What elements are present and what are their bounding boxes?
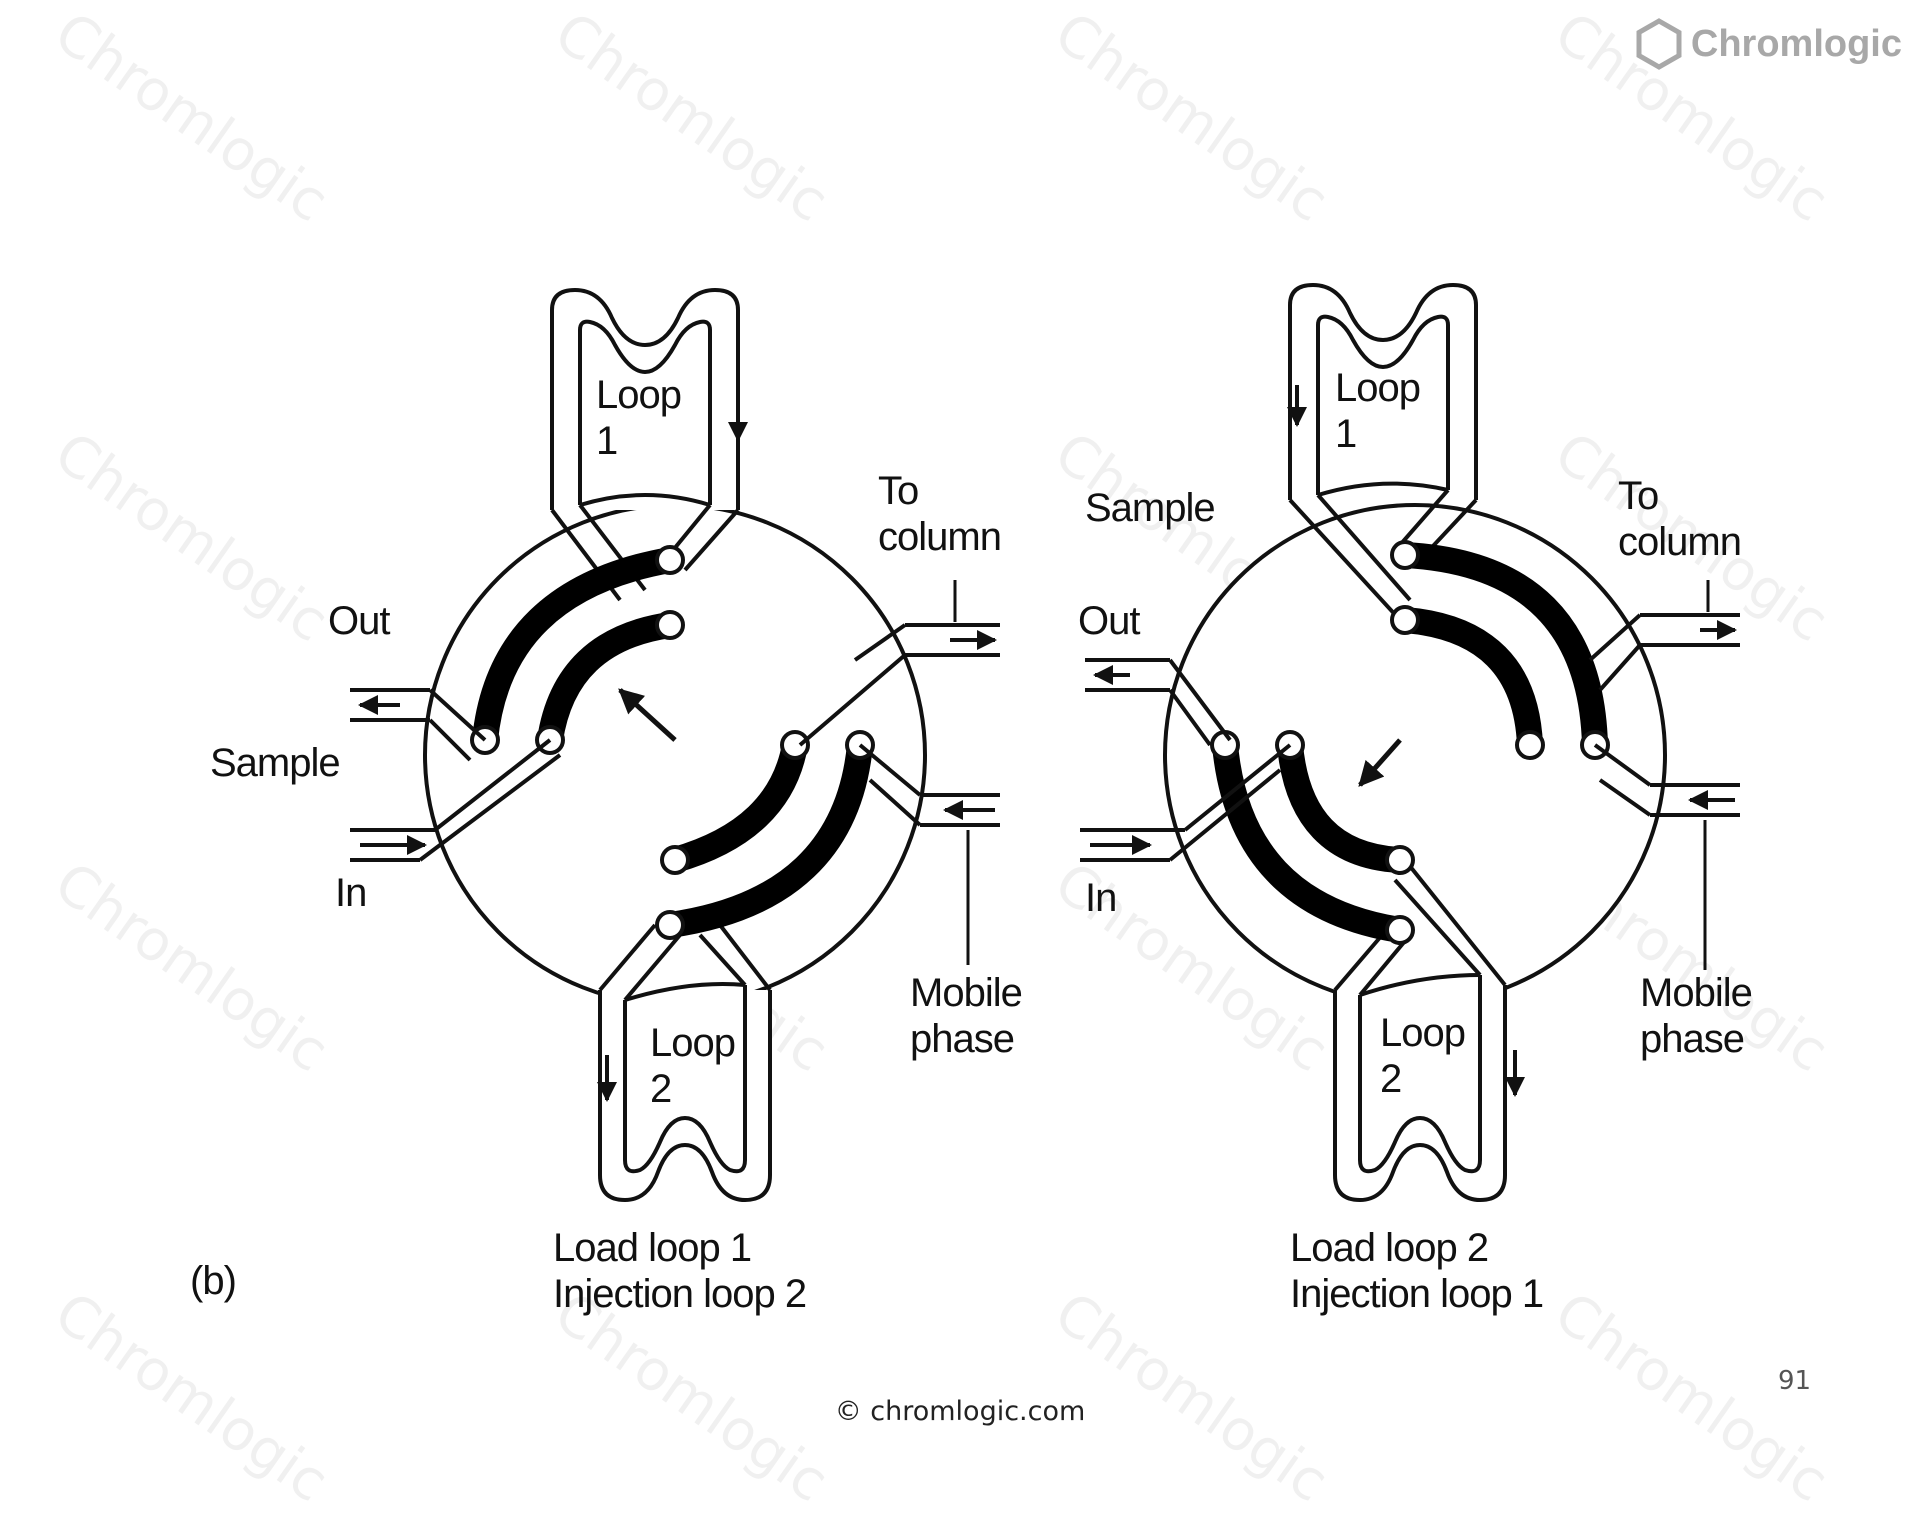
- mobile-phase-line2: phase: [1640, 1017, 1745, 1061]
- rotor-groove: [1392, 607, 1543, 758]
- in-label-left: In: [335, 871, 367, 915]
- loop-1-top: [1288, 283, 1478, 500]
- brand-name: Chromlogic: [1690, 22, 1902, 65]
- loop-word: Loop: [650, 1021, 736, 1065]
- caption-line2: Injection loop 2: [553, 1272, 807, 1316]
- loop-word: Loop: [596, 373, 682, 417]
- loop-word: Loop: [1335, 366, 1421, 410]
- mobile-phase-label-left: Mobile phase: [910, 970, 1023, 1062]
- to-column-line2: column: [1618, 520, 1742, 564]
- to-column-label-right: To column: [1618, 473, 1742, 565]
- out-label-left: Out: [328, 599, 390, 643]
- slide: Chromlogic Chromlogic Chromlogic Chromlo…: [43, 0, 1902, 1515]
- to-column-line1: To: [1618, 474, 1659, 518]
- rotation-arrow: [618, 688, 677, 742]
- rotor-groove: [1212, 732, 1413, 943]
- caption-line1: Load loop 1: [553, 1226, 752, 1270]
- loop-1-label-left: Loop 1: [596, 372, 682, 464]
- mobile-phase-label-right: Mobile phase: [1640, 970, 1753, 1062]
- to-column-line2: column: [878, 515, 1002, 559]
- out-label-right: Out: [1078, 599, 1140, 643]
- mobile-phase-line1: Mobile: [910, 971, 1023, 1015]
- loop-number: 1: [596, 419, 618, 463]
- loop-number: 2: [1380, 1057, 1402, 1101]
- loop-word: Loop: [1380, 1011, 1466, 1055]
- footer-copyright: © chromlogic.com: [834, 1396, 1086, 1427]
- mobile-phase-line2: phase: [910, 1017, 1015, 1061]
- loop-number: 2: [650, 1067, 672, 1111]
- caption-line2: Injection loop 1: [1290, 1272, 1544, 1316]
- caption-line1: Load loop 2: [1290, 1226, 1489, 1270]
- caption-left: Load loop 1 Injection loop 2: [553, 1225, 807, 1317]
- to-column-line1: To: [878, 469, 919, 513]
- brand-logo: Chromlogic: [1635, 18, 1902, 70]
- sample-label-left: Sample: [210, 741, 341, 785]
- mobile-phase-line1: Mobile: [1640, 971, 1753, 1015]
- ports: [1210, 540, 1610, 945]
- sample-label-right: Sample: [1085, 486, 1216, 530]
- valve-diagram: [350, 283, 1740, 1202]
- loop-2-bottom: [1333, 985, 1507, 1202]
- rotor-groove: [537, 612, 683, 753]
- in-label-right: In: [1085, 876, 1117, 920]
- rotation-arrow: [1358, 738, 1402, 787]
- rotor-groove: [1392, 542, 1608, 758]
- valve-left: [350, 288, 1000, 1202]
- loop-2-label-left: Loop 2: [650, 1020, 736, 1112]
- rotor-groove: [1277, 732, 1413, 873]
- rotor-groove: [662, 732, 808, 873]
- loop-2-label-right: Loop 2: [1380, 1010, 1466, 1102]
- figure-label: (b): [190, 1259, 237, 1303]
- caption-right: Load loop 2 Injection loop 1: [1290, 1225, 1544, 1317]
- hexagon-icon: [1636, 18, 1682, 70]
- loop-1-top: [550, 288, 740, 510]
- loop-number: 1: [1335, 412, 1357, 456]
- loop-2-bottom: [598, 990, 772, 1202]
- rotor-groove: [657, 732, 873, 938]
- to-column-label-left: To column: [878, 468, 1002, 560]
- valve-right: [1080, 283, 1740, 1202]
- page-number: 91: [1778, 1366, 1812, 1396]
- loop-1-label-right: Loop 1: [1335, 365, 1421, 457]
- rotor-groove: [472, 547, 683, 753]
